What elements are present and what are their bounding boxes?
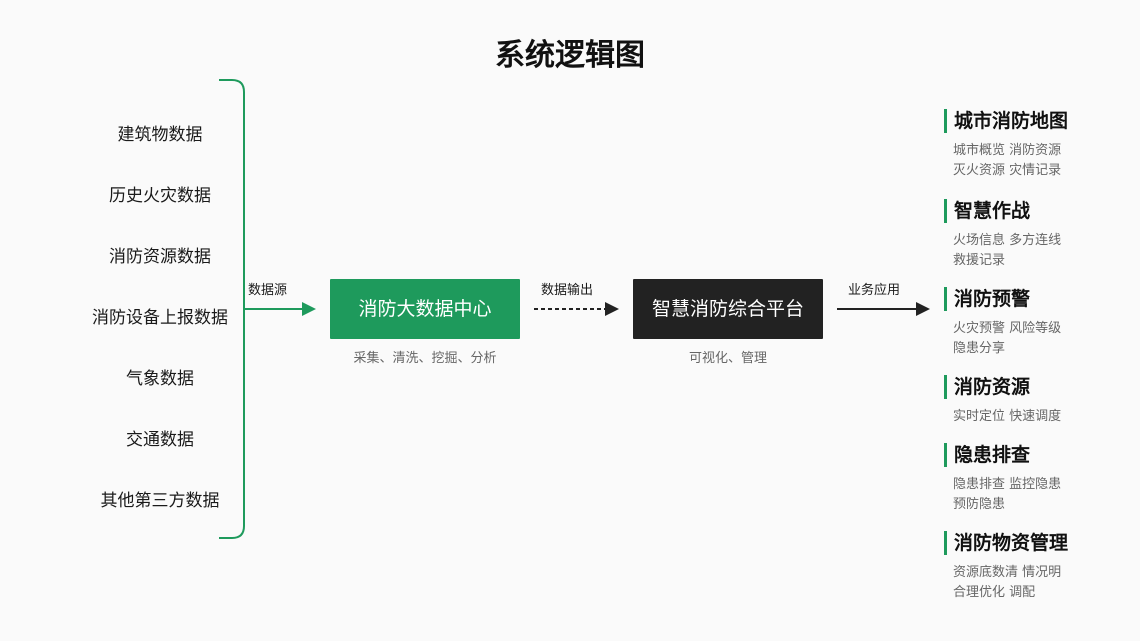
source-item: 历史火灾数据 bbox=[109, 186, 211, 206]
source-item: 消防设备上报数据 bbox=[92, 308, 228, 328]
source-arrow-head bbox=[302, 302, 316, 316]
source-item: 气象数据 bbox=[126, 369, 194, 389]
edge-label-source: 数据源 bbox=[248, 283, 288, 298]
module-desc-line: 资源底数清 情况明 bbox=[953, 565, 1062, 580]
module-desc-line: 城市概览 消防资源 bbox=[953, 143, 1062, 158]
source-bracket bbox=[219, 79, 245, 539]
module-title: 消防资源 bbox=[944, 375, 1134, 399]
module-title: 城市消防地图 bbox=[944, 109, 1134, 133]
platform-box: 智慧消防综合平台 bbox=[633, 279, 823, 339]
module-fire-warning: 消防预警 火灾预警 风险等级 隐患分享 bbox=[944, 287, 1134, 359]
module-desc-line: 隐患分享 bbox=[953, 341, 1006, 356]
data-center-box: 消防大数据中心 bbox=[330, 279, 520, 339]
source-item: 交通数据 bbox=[126, 430, 194, 450]
module-title: 消防物资管理 bbox=[944, 531, 1134, 555]
module-desc: 火场信息 多方连线 救援记录 bbox=[944, 231, 1134, 271]
module-fire-resources: 消防资源 实时定位 快速调度 bbox=[944, 375, 1134, 427]
module-desc: 城市概览 消防资源 灭火资源 灾情记录 bbox=[944, 141, 1134, 181]
module-desc-line: 灭火资源 灾情记录 bbox=[953, 163, 1062, 178]
module-desc: 隐患排查 监控隐患 预防隐患 bbox=[944, 475, 1134, 515]
app-arrow-head bbox=[916, 302, 930, 316]
module-title: 隐患排查 bbox=[944, 443, 1134, 467]
edge-label-app: 业务应用 bbox=[848, 283, 901, 298]
module-title: 消防预警 bbox=[944, 287, 1134, 311]
module-desc-line: 隐患排查 监控隐患 bbox=[953, 477, 1062, 492]
data-center-caption: 采集、清洗、挖掘、分析 bbox=[353, 351, 497, 366]
source-item: 建筑物数据 bbox=[117, 125, 203, 145]
module-desc-line: 火场信息 多方连线 bbox=[953, 233, 1062, 248]
edge-label-output: 数据输出 bbox=[541, 283, 594, 298]
module-desc-line: 实时定位 快速调度 bbox=[953, 409, 1062, 424]
source-item: 消防资源数据 bbox=[109, 247, 211, 267]
platform-caption: 可视化、管理 bbox=[688, 351, 767, 366]
output-arrow-head bbox=[605, 302, 619, 316]
module-desc: 资源底数清 情况明 合理优化 调配 bbox=[944, 563, 1134, 603]
module-desc-line: 预防隐患 bbox=[953, 497, 1006, 512]
source-item: 其他第三方数据 bbox=[100, 491, 220, 511]
module-title: 智慧作战 bbox=[944, 199, 1134, 223]
module-desc-line: 火灾预警 风险等级 bbox=[953, 321, 1062, 336]
module-hazard-inspection: 隐患排查 隐患排查 监控隐患 预防隐患 bbox=[944, 443, 1134, 515]
module-smart-combat: 智慧作战 火场信息 多方连线 救援记录 bbox=[944, 199, 1134, 271]
module-desc-line: 救援记录 bbox=[953, 253, 1006, 268]
module-desc-line: 合理优化 调配 bbox=[953, 585, 1036, 600]
module-city-fire-map: 城市消防地图 城市概览 消防资源 灭火资源 灾情记录 bbox=[944, 109, 1134, 181]
module-materials-management: 消防物资管理 资源底数清 情况明 合理优化 调配 bbox=[944, 531, 1134, 603]
module-desc: 实时定位 快速调度 bbox=[944, 407, 1134, 427]
diagram-title: 系统逻辑图 bbox=[495, 38, 645, 73]
module-desc: 火灾预警 风险等级 隐患分享 bbox=[944, 319, 1134, 359]
